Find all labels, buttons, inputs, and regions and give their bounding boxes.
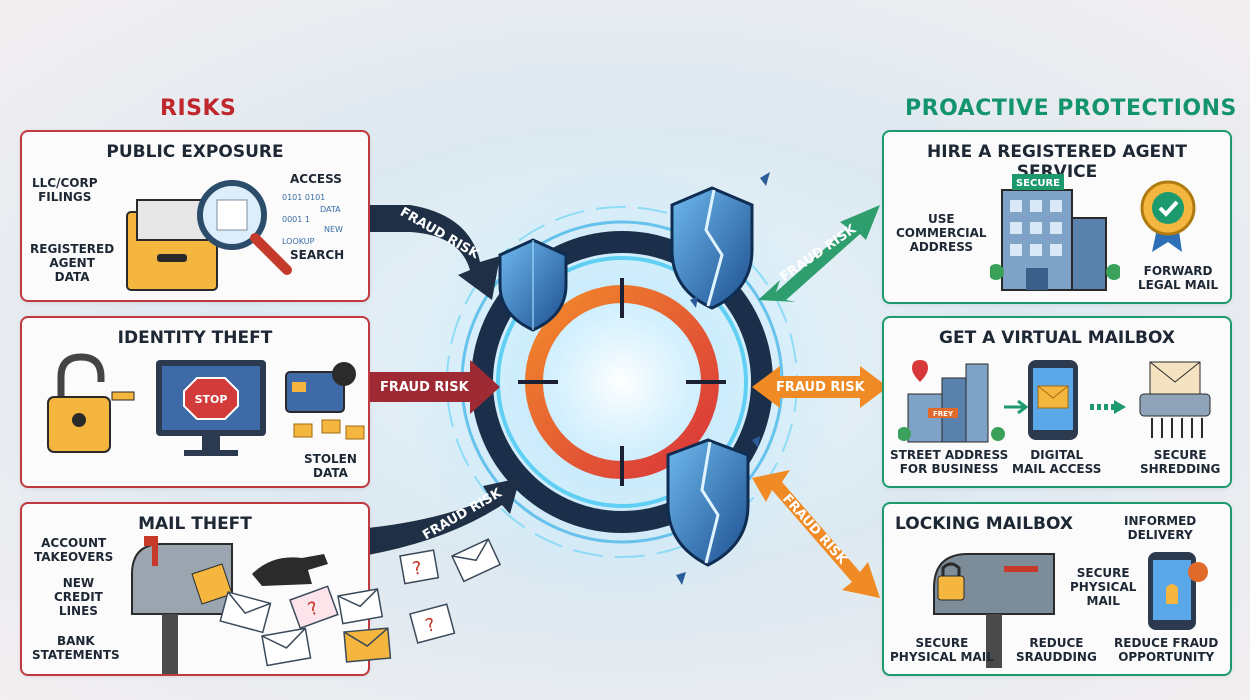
shield-top-broken [670,186,754,310]
svg-text:DATA: DATA [320,205,341,214]
virtual-mailbox-title: GET A VIRTUAL MAILBOX [939,328,1175,348]
mailbox-icon [131,536,233,674]
mail-theft-panel: MAIL THEFT ACCOUNT TAKEOVERS NEW CREDIT … [20,502,370,676]
magnifying-glass-icon [197,180,292,275]
fraud-arrow-bottom-left [368,478,520,555]
new-credit-lines-label: NEW CREDIT LINES [54,576,103,618]
stolen-folders-icon [293,419,365,440]
informed-delivery-label: INFORMED DELIVERY [1124,514,1197,542]
file-cabinet-icon [126,199,218,291]
public-exposure-panel: PUBLIC EXPOSURE LLC/CORP FILINGS REGISTE… [20,130,370,302]
protections-heading: PROACTIVE PROTECTIONS [905,96,1237,121]
commercial-address-label: USE COMMERCIAL ADDRESS [896,212,987,254]
account-takeovers-label: ACCOUNT TAKEOVERS [34,536,114,564]
reduce-shredding-label: REDUCE SRAUDDING [1016,636,1097,664]
svg-text:0001 1: 0001 1 [282,215,310,224]
identity-theft-title: IDENTITY THEFT [117,328,273,348]
public-exposure-title: PUBLIC EXPOSURE [106,142,284,162]
mail-theft-title: MAIL THEFT [138,514,252,534]
fraud-arrow-top-right [758,205,880,302]
dashed-arrow-icon [1090,400,1126,414]
llc-filings-label: LLC/CORP FILINGS [32,176,98,204]
smartphone-mail-icon [1028,360,1078,440]
locking-mailbox-icon [933,553,1055,668]
svg-text:LOOKUP: LOOKUP [282,237,315,246]
secure-physical-mail-bottom-label: SECURE PHYSICAL MAIL [890,636,994,664]
digital-mail-access-label: DIGITAL MAIL ACCESS [1012,448,1102,476]
secure-sign-text: SECURE [1016,178,1060,189]
thief-credit-card-icon [285,362,356,413]
secure-shredding-label: SECURE SHREDDING [1140,448,1221,476]
fraud-arrow-top-left [368,205,500,300]
fraud-risk-label-5: FRAUD RISK [776,380,865,395]
data-stream-icon: 0101 0101 DATA 0001 1 NEW LOOKUP [282,193,343,246]
broken-padlock-icon [47,353,135,453]
arrow-right-icon [1004,400,1029,414]
risks-heading: RISKS [160,96,237,121]
secure-physical-mail-right-label: SECURE PHYSICAL MAIL [1070,566,1137,608]
locking-mailbox-title: LOCKING MAILBOX [895,514,1073,534]
registered-agent-data-label: REGISTERED AGENT DATA [30,242,115,284]
svg-text:NEW: NEW [324,225,343,234]
forward-legal-mail-label: FORWARD LEGAL MAIL [1138,264,1219,292]
reduce-fraud-label: REDUCE FRAUD OPPORTUNITY [1114,636,1219,664]
street-address-label: STREET ADDRESS FOR BUSINESS [890,448,1009,476]
fraud-risk-label-2: FRAUD RISK [380,380,469,395]
virtual-mailbox-panel: GET A VIRTUAL MAILBOX FREY STREET ADDRES… [882,316,1232,488]
svg-text:0101 0101: 0101 0101 [282,193,325,202]
bank-statements-label: BANK STATEMENTS [32,634,120,662]
svg-text:?: ? [411,558,424,580]
shield-bottom-broken [666,438,750,567]
gloved-hand-icon [252,554,328,586]
fraud-arrow-bottom-right [752,470,880,598]
fraud-arrow-middle-left [368,360,500,414]
search-label: SEARCH [290,248,345,262]
crosshair [518,278,726,486]
identity-theft-panel: IDENTITY THEFT STOP STOLEN DATA [20,316,370,488]
inner-blue-ring [496,256,748,508]
shield-shards [676,172,770,585]
frey-sign-text: FREY [933,410,954,418]
computer-stop-icon: STOP [156,360,266,456]
access-label: ACCESS [290,172,342,186]
shredder-icon [1139,361,1211,438]
city-buildings-icon: FREY [898,360,1005,443]
stop-sign-text: STOP [195,393,228,406]
locking-mailbox-panel: LOCKING MAILBOX INFORMED DELIVERY SECURE… [882,502,1232,676]
office-building-icon: SECURE [990,174,1120,291]
registered-agent-panel: HIRE A REGISTERED AGENT SERVICE USE COMM… [882,130,1232,304]
fraud-arrow-middle-right [752,366,888,408]
seal-badge-icon [1140,180,1196,252]
phone-notification-icon [1148,552,1208,630]
stolen-data-label: STOLEN DATA [304,452,357,480]
